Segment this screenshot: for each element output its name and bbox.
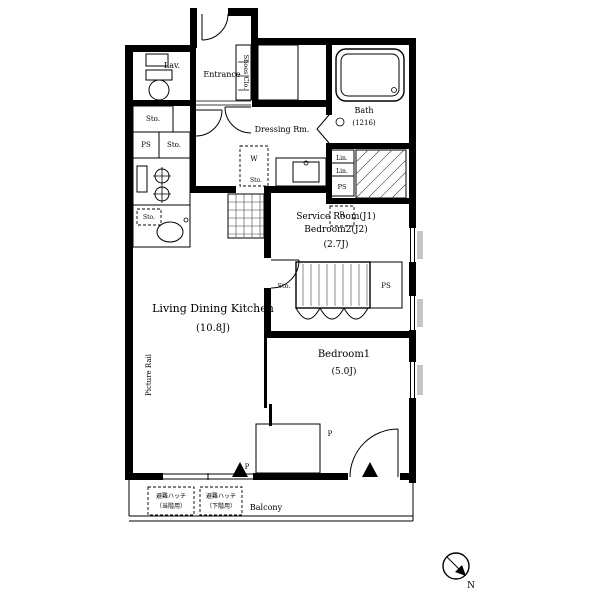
service-shaft-box — [255, 423, 321, 474]
room-labels: Lav. Entrance Shoes Clo. Bath (1216) Dre… — [141, 55, 391, 512]
pipe-space-label: PS — [338, 183, 347, 191]
doors — [195, 13, 399, 478]
sliding-door-panel — [269, 404, 272, 426]
window-tab-2 — [417, 299, 423, 327]
storage-label: Sto. — [167, 141, 181, 149]
balcony-door-swing — [349, 428, 399, 478]
evac-hatch-left-label-2: （当階用） — [156, 502, 186, 510]
under-counter-storage — [136, 208, 162, 226]
shoes-closet-label: Shoes Clo. — [242, 55, 250, 90]
window-service — [410, 228, 415, 262]
service-room-label: Service Room(J1) — [296, 211, 376, 222]
lav-sink — [145, 53, 169, 67]
vanity-counter — [275, 157, 327, 187]
fixtures-dressing — [239, 145, 327, 187]
fixtures-kitchen — [132, 105, 265, 248]
shower-icon — [335, 117, 345, 127]
linen-label: Lin. — [336, 168, 348, 175]
faucet-icon — [303, 160, 309, 166]
evac-hatch-box-right — [199, 486, 243, 516]
compass-north-label: N — [467, 581, 475, 591]
window-service-2 — [410, 296, 415, 330]
storage-units — [295, 149, 407, 320]
bath-label: Bath — [354, 106, 373, 115]
windows — [163, 228, 417, 480]
faucet-icon — [183, 217, 189, 223]
balcony-railing — [128, 480, 414, 522]
pipe-label: P — [245, 463, 250, 471]
shoes-closet-box — [235, 44, 252, 101]
compass-needle-tip — [455, 565, 466, 576]
opening-marker-triangle — [362, 462, 378, 477]
kitchen-sink — [156, 221, 184, 243]
opening-marker-triangle — [232, 462, 248, 477]
pipe-space-label: PS — [141, 141, 151, 149]
bathtub-outer — [335, 48, 405, 102]
shoes-closet-unit — [235, 44, 252, 101]
toilet-tank — [145, 69, 173, 81]
linen-label: Lin. — [336, 155, 348, 162]
ldk-size-label: (10.8J) — [196, 323, 230, 334]
entrance-step-line — [196, 100, 251, 106]
fixtures-bath — [335, 48, 405, 127]
lavatory-door-swing — [195, 109, 223, 137]
bath-size-label: (1216) — [352, 119, 376, 127]
toilet-bowl — [148, 79, 170, 101]
washer-label: W — [250, 155, 258, 163]
folding-closet-door — [295, 307, 369, 320]
dressing-label: Dressing Rm. — [255, 125, 310, 134]
ldk-label: Living Dining Kitchen — [152, 302, 274, 315]
storage-label: Sto. — [146, 115, 160, 123]
window-tab-3 — [417, 365, 423, 395]
lav-label: Lav. — [164, 61, 180, 70]
evac-hatch-box-left — [147, 486, 195, 516]
entrance-label: Entrance — [203, 70, 240, 79]
pipe-space-box — [369, 261, 403, 309]
entrance-door-swing — [201, 13, 229, 41]
storage-label: Sto. — [143, 214, 155, 221]
dressing-door-swing — [224, 106, 252, 134]
shaded-areas — [255, 44, 423, 474]
evac-hatch-left-label-1: 避難ハッチ — [156, 492, 186, 500]
window-bedroom1 — [410, 362, 415, 398]
storage-label: Sto. — [250, 177, 262, 184]
kitchen-counter — [132, 157, 191, 248]
wall-structure — [125, 8, 416, 483]
pipe-shaft-box — [257, 44, 299, 101]
fixtures-lavatory — [145, 53, 173, 101]
evac-hatch-right-label-2: （下階用） — [206, 502, 236, 510]
bedroom1-size-label: (5.0J) — [332, 366, 357, 377]
bathtub-inner — [340, 53, 400, 97]
pipe-label: P — [328, 430, 333, 438]
evac-hatch-right-label-1: 避難ハッチ — [206, 492, 236, 500]
drain-icon — [391, 87, 397, 93]
grill-unit — [136, 165, 148, 193]
kitchen-floor-tile — [227, 193, 265, 239]
balcony-features — [128, 462, 414, 522]
window-tab-1 — [417, 231, 423, 259]
bedroom2-label: Bedroom2(J2) — [304, 224, 367, 235]
vanity-sink — [292, 161, 320, 183]
refrigerator-space — [329, 205, 355, 227]
refrigerator-label: R — [339, 211, 345, 219]
compass: N — [442, 552, 475, 591]
bedroom1-label: Bedroom1 — [318, 349, 370, 360]
washer-space — [239, 145, 269, 187]
compass-circle — [442, 552, 470, 580]
picture-rail-label: Picture Rail — [145, 353, 153, 396]
pipe-space-label: PS — [381, 282, 391, 290]
storage-label: Sto. — [278, 282, 291, 290]
bath-folding-door — [316, 114, 330, 144]
service-size-label: (2.7J) — [324, 239, 349, 250]
balcony-label: Balcony — [250, 503, 283, 512]
sliding-door-panel — [264, 338, 267, 408]
pipe-space-box — [329, 175, 355, 197]
service-room-door-swing — [270, 259, 300, 289]
